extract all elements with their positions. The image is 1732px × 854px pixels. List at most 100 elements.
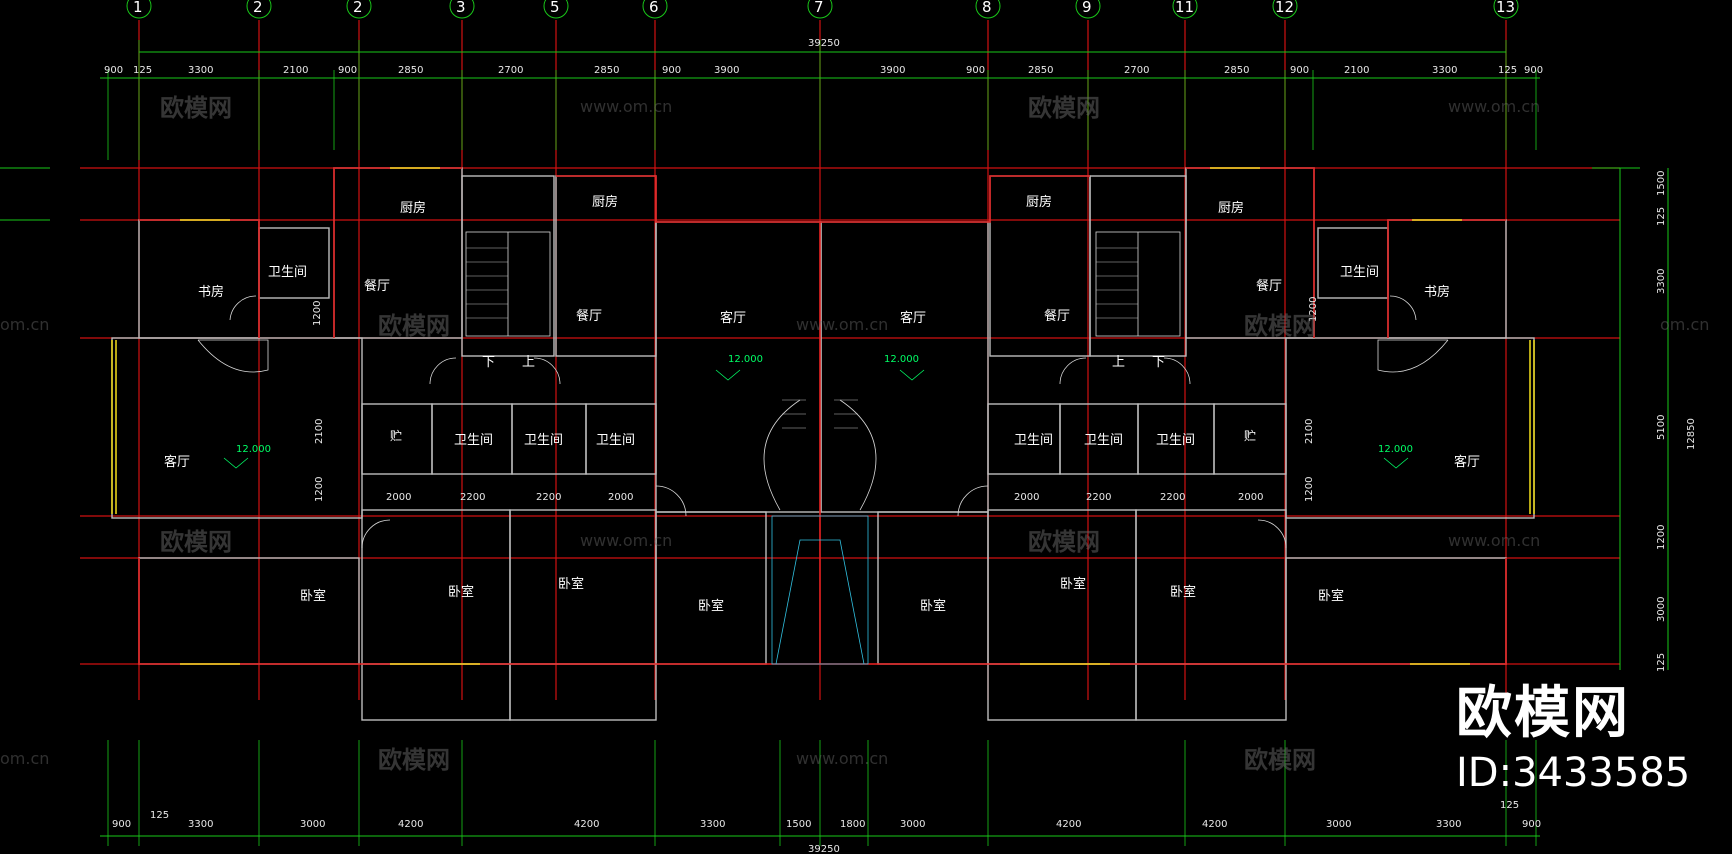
dim-text: 2200 [460,492,485,503]
interior-horizontal-dimensions: 2000 2200 2200 2000 2000 2200 2200 2000 [386,492,1263,503]
room-dining: 餐厅 [1044,308,1070,324]
room-living: 客厅 [164,454,190,470]
dim-text: 1200 [314,477,325,502]
dim-text: 900 [338,65,357,76]
level-label: 12.000 [1378,444,1413,455]
windows [111,167,1535,665]
stair-down: 下 [1152,355,1165,370]
room-kitchen: 厨房 [592,194,618,210]
dim-text: 900 [1290,65,1309,76]
room-bedroom: 卧室 [1318,588,1344,604]
watermark-logo: 欧模网 [160,94,232,122]
dim-text: 2000 [1238,492,1263,503]
room-storage: 贮 [390,428,402,443]
dim-text: 2200 [1160,492,1185,503]
dim-text: 2200 [536,492,561,503]
room-bath: 卫生间 [596,433,635,448]
watermark-url: www.om.cn [1448,531,1540,550]
watermark-logo: 欧模网 [160,528,232,556]
room-labels-left: 厨房 厨房 卫生间 书房 餐厅 餐厅 客厅 客厅 贮 卫生间 卫生间 卫生间 卧… [164,194,746,614]
dim-text: 2850 [594,65,619,76]
dim-text: 2000 [1014,492,1039,503]
stairs [197,231,1449,511]
dim-text: 2000 [608,492,633,503]
room-bedroom: 卧室 [1170,584,1196,600]
room-dining: 餐厅 [1256,278,1282,294]
room-bath: 卫生间 [1156,433,1195,448]
watermarks: 欧模网 www.om.cn 欧模网 www.om.cn om.cn 欧模网 ww… [0,94,1709,774]
dim-text: 900 [966,65,985,76]
dim-text: 3900 [714,65,739,76]
dim-text: 2850 [1028,65,1053,76]
dim-text: 3000 [1656,597,1667,622]
room-bedroom: 卧室 [920,598,946,614]
dim-text: 4200 [1202,819,1227,830]
dim-text: 2850 [398,65,423,76]
dim-text: 3000 [1326,819,1351,830]
dim-text: 1200 [312,301,323,326]
dim-text: 125 [1498,65,1517,76]
watermark-url: om.cn [0,749,49,768]
dim-text: 900 [1524,65,1543,76]
right-dimensions: 1500 125 3300 5100 12850 1200 3000 125 [1656,171,1697,672]
dim-text: 2700 [1124,65,1149,76]
axis-label: 11 [1175,0,1194,16]
room-living: 客厅 [720,310,746,326]
axis-label: 5 [550,0,560,16]
dim-text: 1200 [1656,525,1667,550]
dim-text: 2100 [283,65,308,76]
dim-text: 1500 [1656,171,1667,196]
axis-bubbles [126,0,1519,19]
dim-text: 12850 [1686,418,1697,450]
stair-up: 上 [522,355,535,370]
room-bedroom: 卧室 [448,584,474,600]
watermark-logo: 欧模网 [1244,746,1316,774]
axis-label: 1 [133,0,143,16]
axis-label: 13 [1496,0,1515,16]
dim-text: 2100 [1304,419,1315,444]
watermark-url: om.cn [1660,315,1709,334]
watermark-logo: 欧模网 [1028,528,1100,556]
dim-text: 1500 [786,819,811,830]
watermark-logo: 欧模网 [1244,312,1316,340]
level-marks [223,369,1409,469]
brand-logo: 欧模网 [1456,681,1630,746]
dim-text: 4200 [398,819,423,830]
watermark-logo: 欧模网 [1028,94,1100,122]
dim-text: 3900 [880,65,905,76]
room-bath: 卫生间 [1084,433,1123,448]
axis-label: 7 [814,0,824,16]
room-bath: 卫生间 [268,265,307,280]
dim-text: 3300 [188,819,213,830]
watermark-url: www.om.cn [580,97,672,116]
dim-text: 3300 [1436,819,1461,830]
dim-text: 2000 [386,492,411,503]
dim-text: 1200 [1308,297,1319,322]
axis-label: 9 [1082,0,1092,16]
dim-text: 5100 [1656,415,1667,440]
room-dining: 餐厅 [364,278,390,294]
watermark-url: www.om.cn [1448,97,1540,116]
dim-text: 2200 [1086,492,1111,503]
room-bath: 卫生间 [524,433,563,448]
room-bath: 卫生间 [1340,265,1379,280]
watermark-url: www.om.cn [580,531,672,550]
dim-text: 2700 [498,65,523,76]
axis-label: 6 [649,0,659,16]
room-kitchen: 厨房 [1218,200,1244,216]
dim-text: 900 [1522,819,1541,830]
axis-label: 8 [982,0,992,16]
dim-text: 4200 [1056,819,1081,830]
dim-text: 125 [133,65,152,76]
dim-text: 3300 [1432,65,1457,76]
room-bedroom: 卧室 [558,576,584,592]
corridor [771,515,869,665]
room-bedroom: 卧室 [300,588,326,604]
room-bedroom: 卧室 [1060,576,1086,592]
dim-text: 3000 [300,819,325,830]
dim-text: 2850 [1224,65,1249,76]
axis-labels: 1 2 2 3 5 6 7 8 9 11 12 13 [133,0,1515,16]
dim-text: 2100 [1344,65,1369,76]
room-bedroom: 卧室 [698,598,724,614]
dim-text: 3300 [188,65,213,76]
